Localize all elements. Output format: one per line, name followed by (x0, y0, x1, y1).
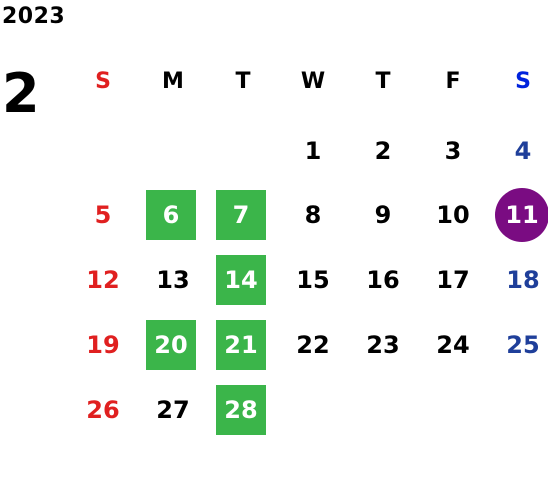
day-cell-saturday[interactable]: 25 (506, 331, 540, 359)
day-cell-highlighted[interactable]: 20 (146, 320, 196, 370)
day-cell[interactable]: 16 (366, 266, 400, 294)
day-cell[interactable]: 8 (304, 201, 322, 229)
day-cell[interactable]: 24 (436, 331, 470, 359)
day-cell-saturday[interactable]: 4 (514, 137, 532, 165)
weekday-header-friday: F (445, 68, 461, 94)
weekday-header-thursday: T (375, 68, 391, 94)
day-cell-highlighted[interactable]: 6 (146, 190, 196, 240)
day-cell[interactable]: 22 (296, 331, 330, 359)
day-cell-sunday[interactable]: 19 (86, 331, 120, 359)
day-cell[interactable]: 17 (436, 266, 470, 294)
day-cell-highlighted[interactable]: 14 (216, 255, 266, 305)
day-cell-highlighted[interactable]: 28 (216, 385, 266, 435)
weekday-header-monday: M (162, 68, 184, 94)
day-cell[interactable]: 2 (374, 137, 392, 165)
day-cell-highlighted[interactable]: 21 (216, 320, 266, 370)
day-cell[interactable]: 13 (156, 266, 190, 294)
day-cell[interactable]: 27 (156, 396, 190, 424)
day-cell-circled[interactable]: 11 (495, 188, 548, 242)
day-cell[interactable]: 23 (366, 331, 400, 359)
day-cell-sunday[interactable]: 12 (86, 266, 120, 294)
day-cell[interactable]: 10 (436, 201, 470, 229)
day-cell[interactable]: 9 (374, 201, 392, 229)
day-cell-saturday[interactable]: 18 (506, 266, 540, 294)
month-number: 2 (2, 62, 40, 125)
weekday-header-sunday: S (95, 68, 111, 94)
weekday-header-tuesday: T (235, 68, 251, 94)
day-cell[interactable]: 15 (296, 266, 330, 294)
weekday-header-saturday: S (515, 68, 531, 94)
year-label: 2023 (2, 4, 66, 29)
day-cell[interactable]: 1 (304, 137, 322, 165)
day-cell-sunday[interactable]: 26 (86, 396, 120, 424)
weekday-header-wednesday: W (300, 68, 326, 94)
day-cell-sunday[interactable]: 5 (94, 201, 112, 229)
day-cell-highlighted[interactable]: 7 (216, 190, 266, 240)
day-cell[interactable]: 3 (444, 137, 462, 165)
